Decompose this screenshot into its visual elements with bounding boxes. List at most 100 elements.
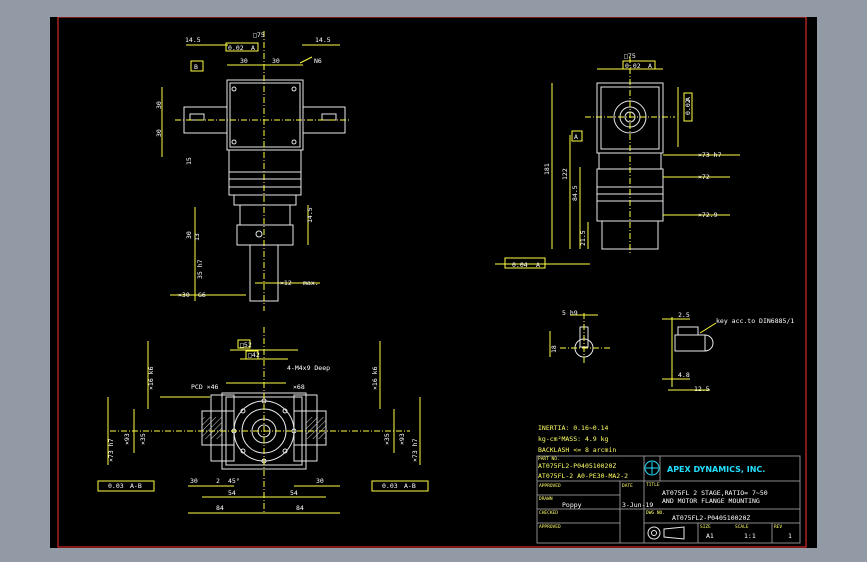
dim-label: 54 — [228, 489, 236, 497]
dim-label: 30 — [185, 231, 193, 239]
drawn-label: DRAWN — [539, 496, 553, 502]
dim-label: 14.5 — [315, 36, 331, 44]
approved-label: APPROVED — [539, 483, 561, 489]
notes-block: INERTIA: 0.16~0.14 kg-cm²MASS: 4.9 kg BA… — [538, 424, 628, 480]
datum-label: A-B — [404, 482, 416, 490]
dim-label: 0.02 — [625, 62, 641, 70]
dim-label: 14.5 — [306, 207, 314, 223]
dim-label: max. — [303, 279, 319, 287]
dim-label: 2.5 — [678, 311, 690, 319]
datum-label: A — [536, 261, 540, 269]
mass-note: kg-cm²MASS: 4.9 kg — [538, 435, 609, 443]
title-label: TITLE — [646, 482, 660, 488]
backlash-note: BACKLASH <= 8 arcmin — [538, 446, 616, 454]
date-label: DATE — [622, 483, 633, 489]
inertia-note: INERTIA: 0.16~0.14 — [538, 424, 609, 432]
dim-label: PCD ×46 — [191, 383, 218, 391]
dim-label: 0.04 — [512, 261, 528, 269]
dim-label: 122 — [561, 168, 569, 180]
dim-label: ×12 — [280, 279, 292, 287]
dim-label: □75 — [253, 31, 265, 39]
dim-label: ×73 h7 — [698, 151, 722, 159]
dim-label: 13 — [193, 233, 201, 241]
dim-label: 15 — [185, 157, 193, 165]
dim-label: ×16 k6 — [147, 366, 155, 390]
dim-label: 45° — [228, 477, 240, 485]
dim-label: key acc.to DIN6885/1 — [716, 317, 794, 325]
dim-label: G6 — [198, 291, 206, 299]
dim-label: 84.5 — [571, 185, 579, 201]
rev-label: REV — [774, 524, 782, 530]
part-number: AT075FL2-P040510020Z — [538, 462, 616, 470]
dim-label: 30 — [190, 477, 198, 485]
scale-label: SCALE — [735, 524, 749, 530]
dim-label: ×68 — [293, 383, 305, 391]
bottom-left-view — [97, 327, 429, 514]
dim-label: □52 — [240, 341, 252, 349]
dim-label: 84 — [296, 504, 304, 512]
drawing-title-line1: AT075FL 2 STAGE,RATIO= 7~50 — [662, 489, 768, 497]
dim-label: 2 — [216, 477, 220, 485]
dim-label: 18 — [550, 345, 558, 353]
dim-label: 0.02 — [684, 99, 692, 115]
drawing-date: 3-Jun-19 — [622, 501, 653, 509]
dim-label: 30 — [316, 477, 324, 485]
dim-label: ×16 k6 — [371, 366, 379, 390]
dim-label: ×30 — [178, 291, 190, 299]
company-logo-icon — [644, 460, 660, 476]
dwg-no-label: DWG NO. — [646, 510, 665, 516]
dim-label: 14.5 — [185, 36, 201, 44]
dim-label: 30 — [155, 129, 163, 137]
dim-label: 4.8 — [678, 371, 690, 379]
dim-label: ×93 — [123, 433, 131, 445]
title-block — [536, 455, 801, 544]
dim-label: 84 — [216, 504, 224, 512]
drawing-scale: 1:1 — [744, 532, 756, 540]
top-right-view — [495, 57, 740, 269]
dim-label: 5 h9 — [562, 309, 578, 317]
drawing-border — [57, 17, 807, 548]
dim-label: 12.5 — [694, 385, 710, 393]
projection-symbol-icon — [647, 526, 661, 540]
dim-label: 30 — [155, 101, 163, 109]
checked-label: CHECKED — [539, 510, 558, 516]
datum-label: A-B — [130, 482, 142, 490]
part-no-label: PART NO. — [538, 456, 560, 462]
dim-label: □42 — [248, 351, 260, 359]
dim-label: ×73 h7 — [411, 438, 419, 462]
size-label: SIZE — [700, 524, 711, 530]
cad-drawing-frame: 14.5 □75 0.02 A 14.5 30 30 B N6 30 30 15… — [50, 17, 817, 548]
dim-label: 21.5 — [579, 230, 587, 246]
dim-label: 181 — [543, 163, 551, 175]
drawing-title-line2: AND MOTOR FLANGE MOUNTING — [662, 497, 760, 505]
revision: 1 — [788, 532, 792, 540]
approved2-label: APPROVED — [539, 524, 561, 530]
datum-label: A — [251, 44, 255, 52]
dim-label: □75 — [624, 52, 636, 60]
dim-label: 54 — [290, 489, 298, 497]
dim-label: ×72.9 — [698, 211, 718, 219]
datum-label: A — [684, 97, 692, 101]
company-name: APEX DYNAMICS, INC. — [667, 465, 765, 474]
dim-label: N6 — [314, 57, 322, 65]
datum-label: B — [194, 63, 198, 71]
part-number-alt: AT075FL-2 A0-PE30-MA2-2 — [538, 472, 628, 480]
datum-label: A — [648, 62, 652, 70]
sheet-size: A1 — [706, 532, 714, 540]
dim-label: 30 — [240, 57, 248, 65]
drawing-canvas: 14.5 □75 0.02 A 14.5 30 30 B N6 30 30 15… — [57, 17, 807, 548]
dim-label: ×35 — [383, 433, 391, 445]
dim-label: ×72 — [698, 173, 710, 181]
dim-label: 35 h7 — [196, 259, 204, 279]
top-left-view — [161, 31, 350, 311]
dim-label: 30 — [272, 57, 280, 65]
dim-label: 4-M4x9 Deep — [287, 364, 330, 372]
datum-label: A — [574, 133, 578, 141]
dim-label: ×35 — [139, 433, 147, 445]
dim-label: 0.03 — [382, 482, 398, 490]
dim-label: ×93 — [398, 433, 406, 445]
drawn-by: Poppy — [562, 501, 582, 509]
drawing-number: AT075FL2-P040510020Z — [672, 514, 750, 522]
dim-label: 0.02 — [228, 44, 244, 52]
dim-label: 0.03 — [108, 482, 124, 490]
